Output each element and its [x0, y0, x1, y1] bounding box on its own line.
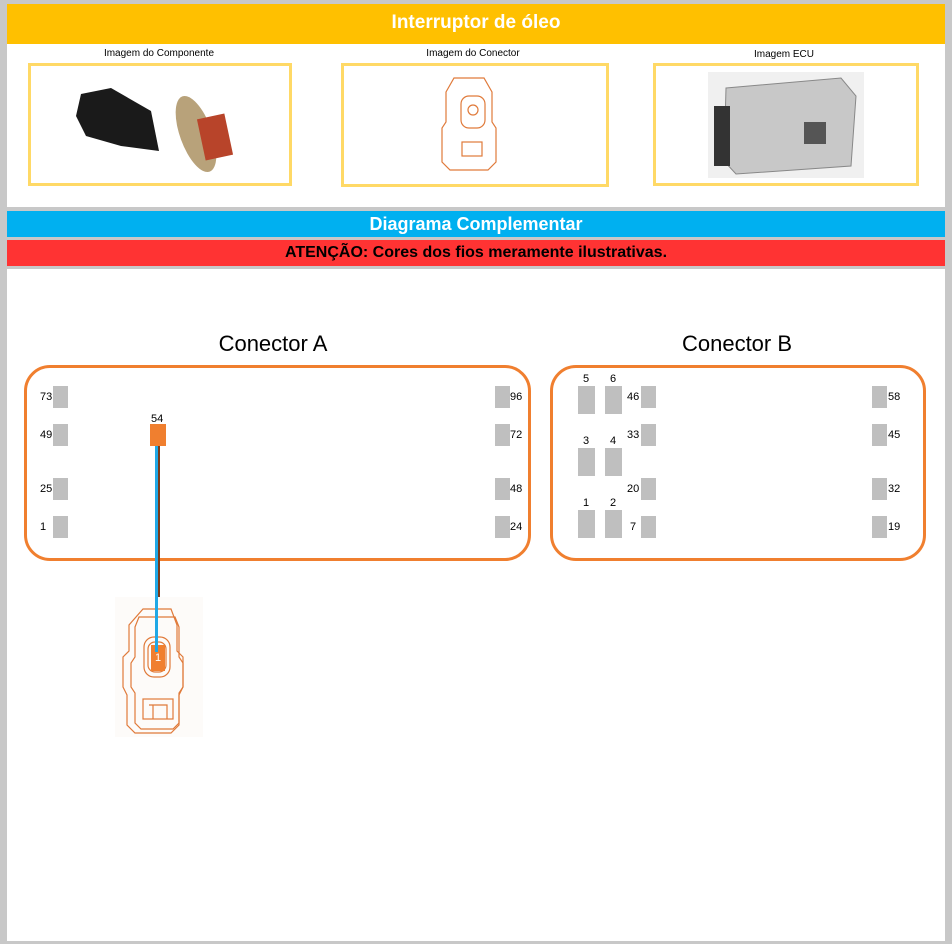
connector-b-pin[interactable] — [578, 510, 595, 538]
connector-a-pin[interactable] — [495, 386, 510, 408]
connector-b-title: Conector B — [681, 331, 793, 356]
connector-a-pin[interactable] — [53, 424, 68, 446]
connector-outline-icon — [122, 608, 184, 734]
connector-b-pin[interactable] — [605, 448, 622, 476]
connector-a-pin-54[interactable] — [150, 424, 166, 446]
pin-label: 2 — [610, 497, 617, 509]
connector-b-pin[interactable] — [641, 424, 656, 446]
pin-label: 7 — [630, 521, 637, 533]
divider — [7, 207, 945, 211]
pin-label: 19 — [888, 521, 901, 533]
wire-end — [155, 597, 158, 652]
connector-a-pin[interactable] — [495, 478, 510, 500]
connector-image — [341, 63, 609, 187]
pin-label: 72 — [510, 429, 523, 441]
pin-label: 25 — [40, 483, 53, 495]
pin-label: 1 — [583, 497, 590, 509]
connector-b-pin[interactable] — [641, 478, 656, 500]
connector-b-pin[interactable] — [872, 386, 887, 408]
ecu-icon — [708, 72, 864, 178]
diagram-section-header: Diagrama Complementar — [7, 211, 945, 237]
pin-label: 45 — [888, 429, 901, 441]
component-image — [28, 63, 292, 186]
page-title: Interruptor de óleo — [7, 4, 945, 44]
pin-label: 24 — [510, 521, 523, 533]
connector-b-pin[interactable] — [872, 516, 887, 538]
connector-image-label: Imagem do Conector — [426, 48, 520, 59]
pin-label: 6 — [610, 373, 617, 385]
connector-a-box — [24, 365, 531, 561]
pin-label: 58 — [888, 391, 901, 403]
pin-label: 54 — [151, 413, 164, 425]
pin-label: 20 — [627, 483, 640, 495]
pin-label: 48 — [510, 483, 523, 495]
connector-a-title: Conector A — [218, 331, 328, 356]
pin-label: 4 — [610, 435, 617, 447]
connector-b-pin[interactable] — [872, 424, 887, 446]
divider — [7, 266, 945, 269]
ecu-image — [653, 63, 919, 186]
connector-b-pin[interactable] — [641, 516, 656, 538]
connector-b-pin[interactable] — [578, 386, 595, 414]
wire-blue-stripe — [155, 446, 158, 656]
connector-a-pin[interactable] — [495, 516, 510, 538]
component-connector: 1 — [115, 597, 203, 737]
connector-a-pin[interactable] — [495, 424, 510, 446]
pin-label: 96 — [510, 391, 523, 403]
connector-a-pin[interactable] — [53, 386, 68, 408]
connector-b-pin[interactable] — [641, 386, 656, 408]
oil-pressure-switch-icon — [76, 88, 234, 172]
pin-label: 73 — [40, 391, 53, 403]
connector-a-pin[interactable] — [53, 516, 68, 538]
warning-banner: ATENÇÃO: Cores dos fios meramente ilustr… — [7, 240, 945, 266]
pin-label: 33 — [627, 429, 640, 441]
connector-b-pin[interactable] — [872, 478, 887, 500]
connector-outline-icon — [441, 77, 497, 171]
component-pin-1[interactable]: 1 — [151, 645, 165, 671]
connector-b-pin[interactable] — [605, 510, 622, 538]
pin-label: 32 — [888, 483, 901, 495]
pin-label: 3 — [583, 435, 590, 447]
pin-label: 49 — [40, 429, 53, 441]
connector-b-pin[interactable] — [605, 386, 622, 414]
connector-a-pin[interactable] — [53, 478, 68, 500]
ecu-image-label: Imagem ECU — [753, 49, 814, 60]
component-image-label: Imagem do Componente — [103, 48, 215, 59]
connector-b-pin[interactable] — [578, 448, 595, 476]
wire-brown-stripe — [158, 446, 160, 656]
pin-label: 5 — [583, 373, 590, 385]
divider — [7, 237, 945, 240]
connector-b-box — [550, 365, 926, 561]
pin-label: 1 — [40, 521, 47, 533]
pin-label: 46 — [627, 391, 640, 403]
